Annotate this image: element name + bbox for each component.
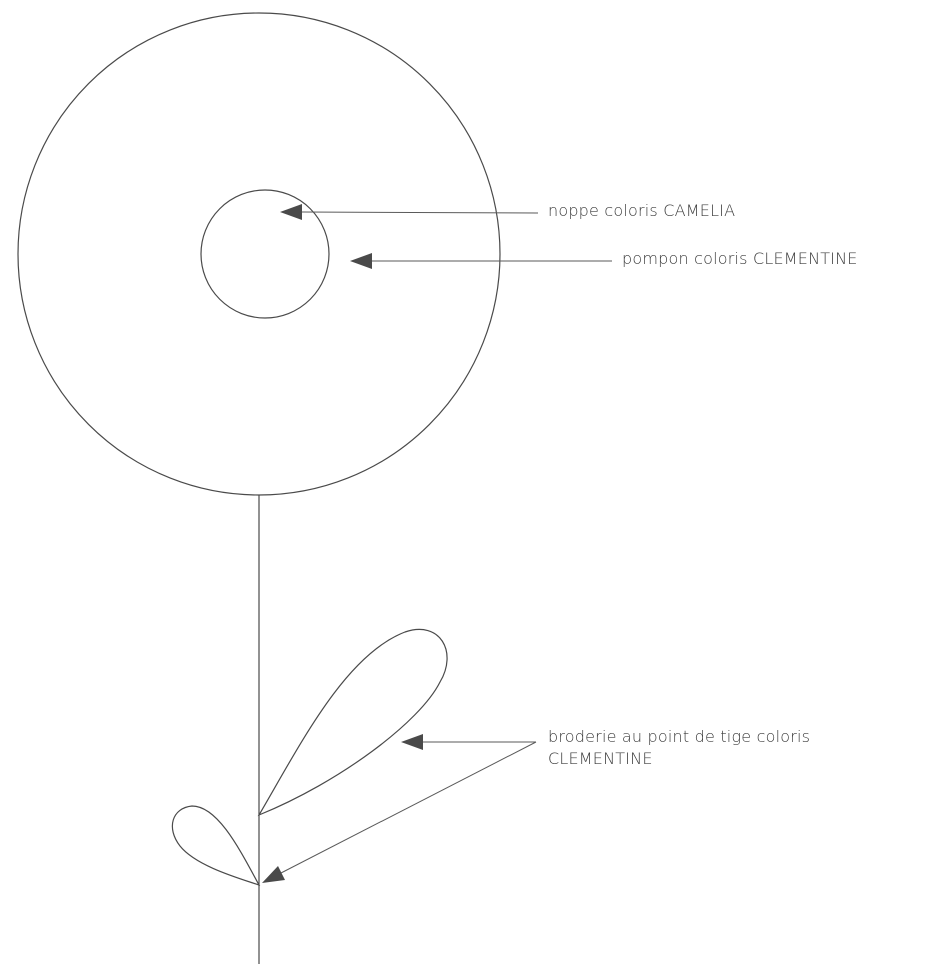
broderie-label-line-2: CLEMENTINE (548, 748, 810, 770)
broderie-arrowhead-lower (262, 866, 285, 883)
broderie-label-line-1: broderie au point de tige coloris (548, 726, 810, 748)
pompon-outline (18, 13, 500, 495)
small-leaf-outline (172, 806, 259, 885)
noppe-outline (201, 190, 329, 318)
noppe-label: noppe coloris CAMELIA (548, 200, 735, 222)
broderie-arrowhead-upper (401, 734, 423, 750)
broderie-leader-line-lower (281, 742, 536, 873)
noppe-arrowhead (280, 204, 302, 220)
broderie-label: broderie au point de tige coloris CLEMEN… (548, 726, 810, 770)
large-leaf-outline (259, 629, 447, 815)
pompon-label: pompon coloris CLEMENTINE (622, 248, 858, 270)
pompon-arrowhead (350, 253, 372, 269)
noppe-leader-line (302, 212, 538, 213)
